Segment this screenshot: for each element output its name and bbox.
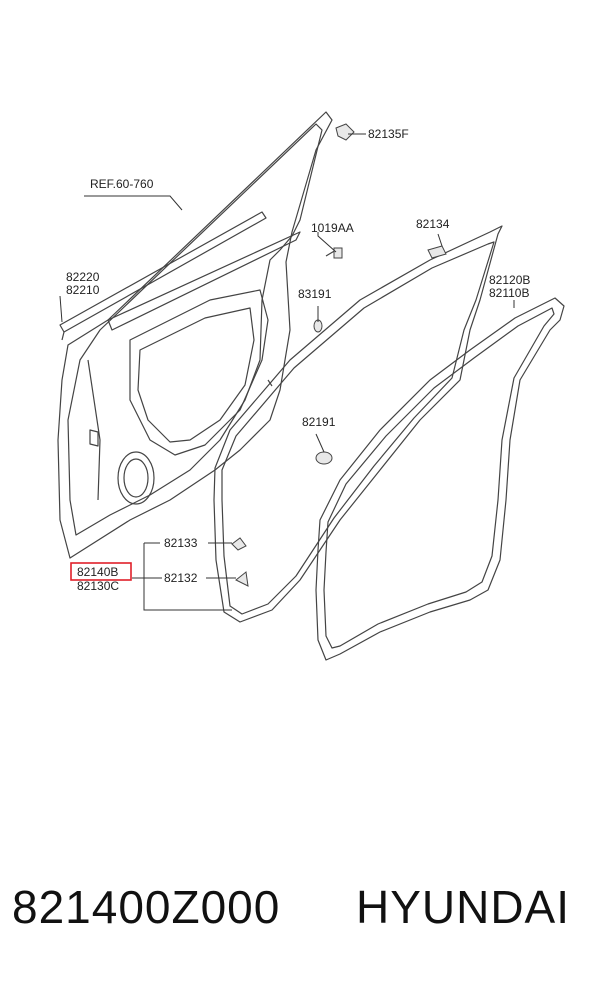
label-82134: 82134 [416,217,450,231]
screw-1019AA [325,247,343,259]
clip-82132 [235,571,249,587]
footer: 821400Z000 HYUNDAI [0,880,600,950]
clip-82135F [335,123,355,141]
body-weatherstrip [315,297,565,661]
door-weatherstrip-inner [213,225,503,623]
label-1019AA: 1019AA [311,221,354,235]
plug-82191 [315,451,333,465]
pad-82134 [427,245,447,259]
part-number: 821400Z000 [12,881,281,933]
door-frame [57,111,333,559]
leader-lines [59,133,515,611]
label-82132: 82132 [164,571,198,585]
label-82120B: 82120B [489,273,530,287]
label-82140B: 82140B [77,565,118,579]
label-82110B: 82110B [489,286,529,300]
label-82130C: 82130C [77,579,119,593]
label-83191: 83191 [298,287,332,301]
label-82191: 82191 [302,415,336,429]
label-82133: 82133 [164,536,198,550]
label-ref: REF.60-760 [90,177,154,191]
belt-molding [59,211,267,341]
highlight-box [70,562,132,581]
label-82220: 82220 [66,270,100,284]
clip-82133 [231,537,247,551]
door-seal-diagram: REF.60-760 82135F 1019AA 82134 82220 822… [57,111,565,661]
label-82210: 82210 [66,283,100,297]
brand-name: HYUNDAI [356,881,571,933]
label-82135F: 82135F [368,127,409,141]
